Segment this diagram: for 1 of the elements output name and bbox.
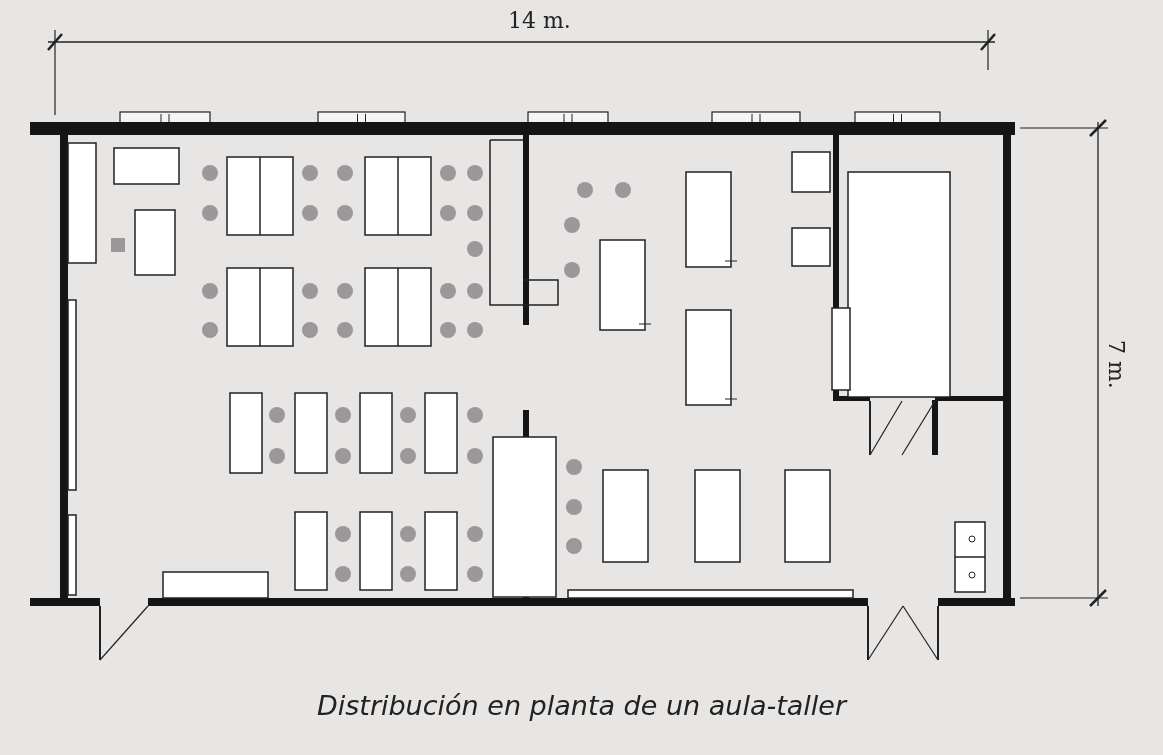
caption: Distribución en planta de un aula-taller [315, 690, 849, 721]
